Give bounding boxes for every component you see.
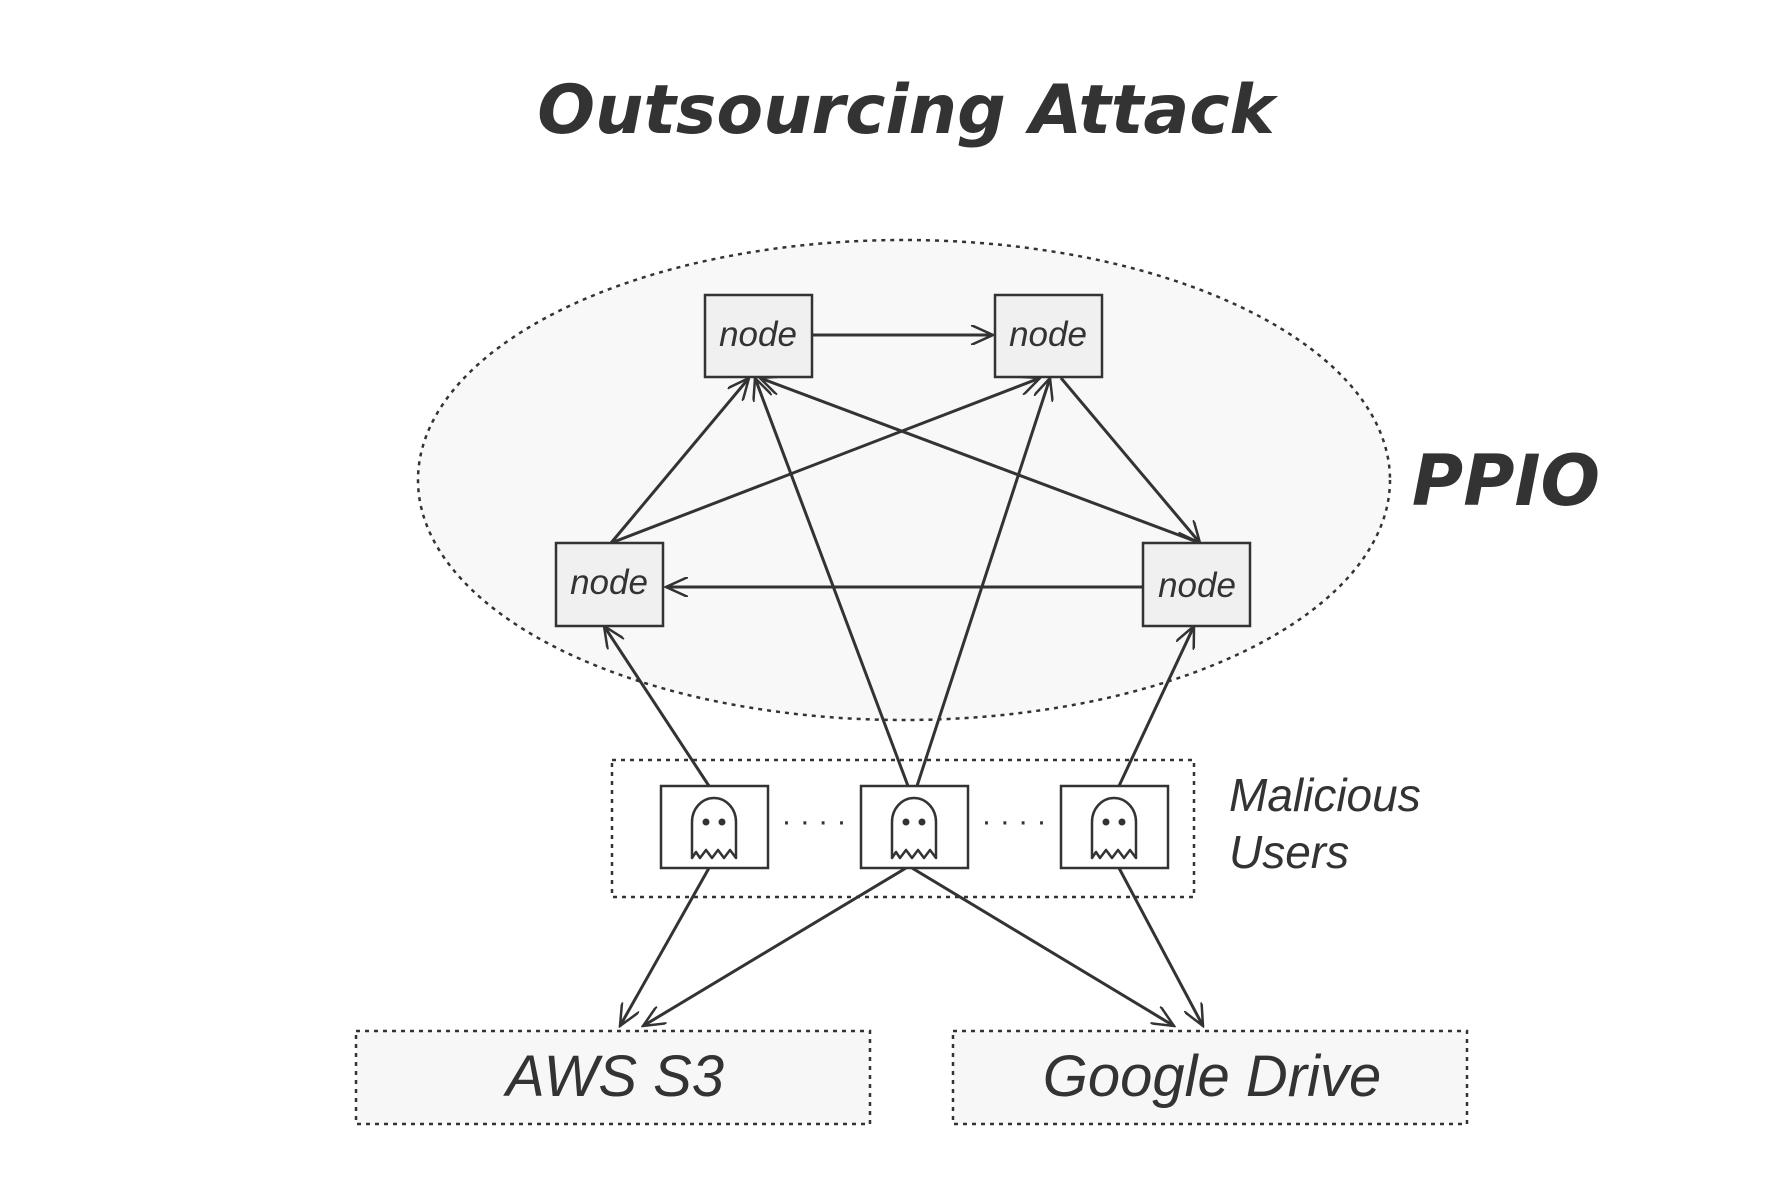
diagram-title: Outsourcing Attack	[537, 71, 1278, 150]
malicious-user	[859, 784, 970, 870]
edge-user1-to-midleft	[604, 626, 711, 787]
edge-midright-to-topleft	[760, 378, 1201, 545]
edge-user2-to-google	[911, 866, 1174, 1026]
edge-midleft-to-topright	[610, 378, 1040, 545]
edge-user3-to-google	[1117, 867, 1203, 1026]
malicious-users-group	[610, 758, 1196, 899]
node-label: node	[1009, 315, 1087, 354]
edge-user1-to-aws	[620, 867, 711, 1026]
user-to-storage-edges	[620, 866, 1203, 1026]
malicious-users-label-line2: Users	[1229, 826, 1349, 878]
ghost-icon	[1090, 796, 1138, 860]
node-label: node	[1158, 566, 1236, 605]
malicious-users-label-line1: Malicious	[1229, 769, 1421, 821]
ghost-icon	[890, 796, 938, 860]
ppio-node: node	[703, 293, 814, 379]
edge-user2-to-aws	[643, 866, 907, 1026]
user-separator-dots: · · · ·	[782, 805, 847, 838]
google-drive-box	[951, 1029, 1469, 1126]
ghost-icon	[690, 796, 738, 860]
user-separator-dots: · · · ·	[982, 805, 1047, 838]
edge-midleft-to-topleft	[609, 378, 749, 544]
node-label: node	[719, 315, 797, 354]
malicious-user	[1059, 784, 1170, 870]
ppio-node: node	[1141, 541, 1252, 628]
google-drive-label: Google Drive	[1043, 1044, 1381, 1109]
ppio-edges	[609, 335, 1201, 587]
edge-user3-to-midright	[1117, 626, 1196, 787]
node-label: node	[570, 563, 648, 602]
ppio-node: node	[554, 541, 665, 628]
edge-user2-to-topleft	[755, 378, 910, 787]
user-to-ppio-edges	[604, 378, 1196, 787]
ppio-label: PPIO	[1412, 440, 1600, 522]
ppio-region	[416, 238, 1392, 722]
aws-s3-label: AWS S3	[503, 1044, 724, 1109]
edge-topright-to-midright	[1059, 377, 1200, 543]
edge-user2-to-topright	[915, 378, 1050, 787]
aws-s3-box	[354, 1029, 872, 1126]
ppio-node: node	[993, 293, 1104, 379]
malicious-user	[659, 784, 770, 870]
